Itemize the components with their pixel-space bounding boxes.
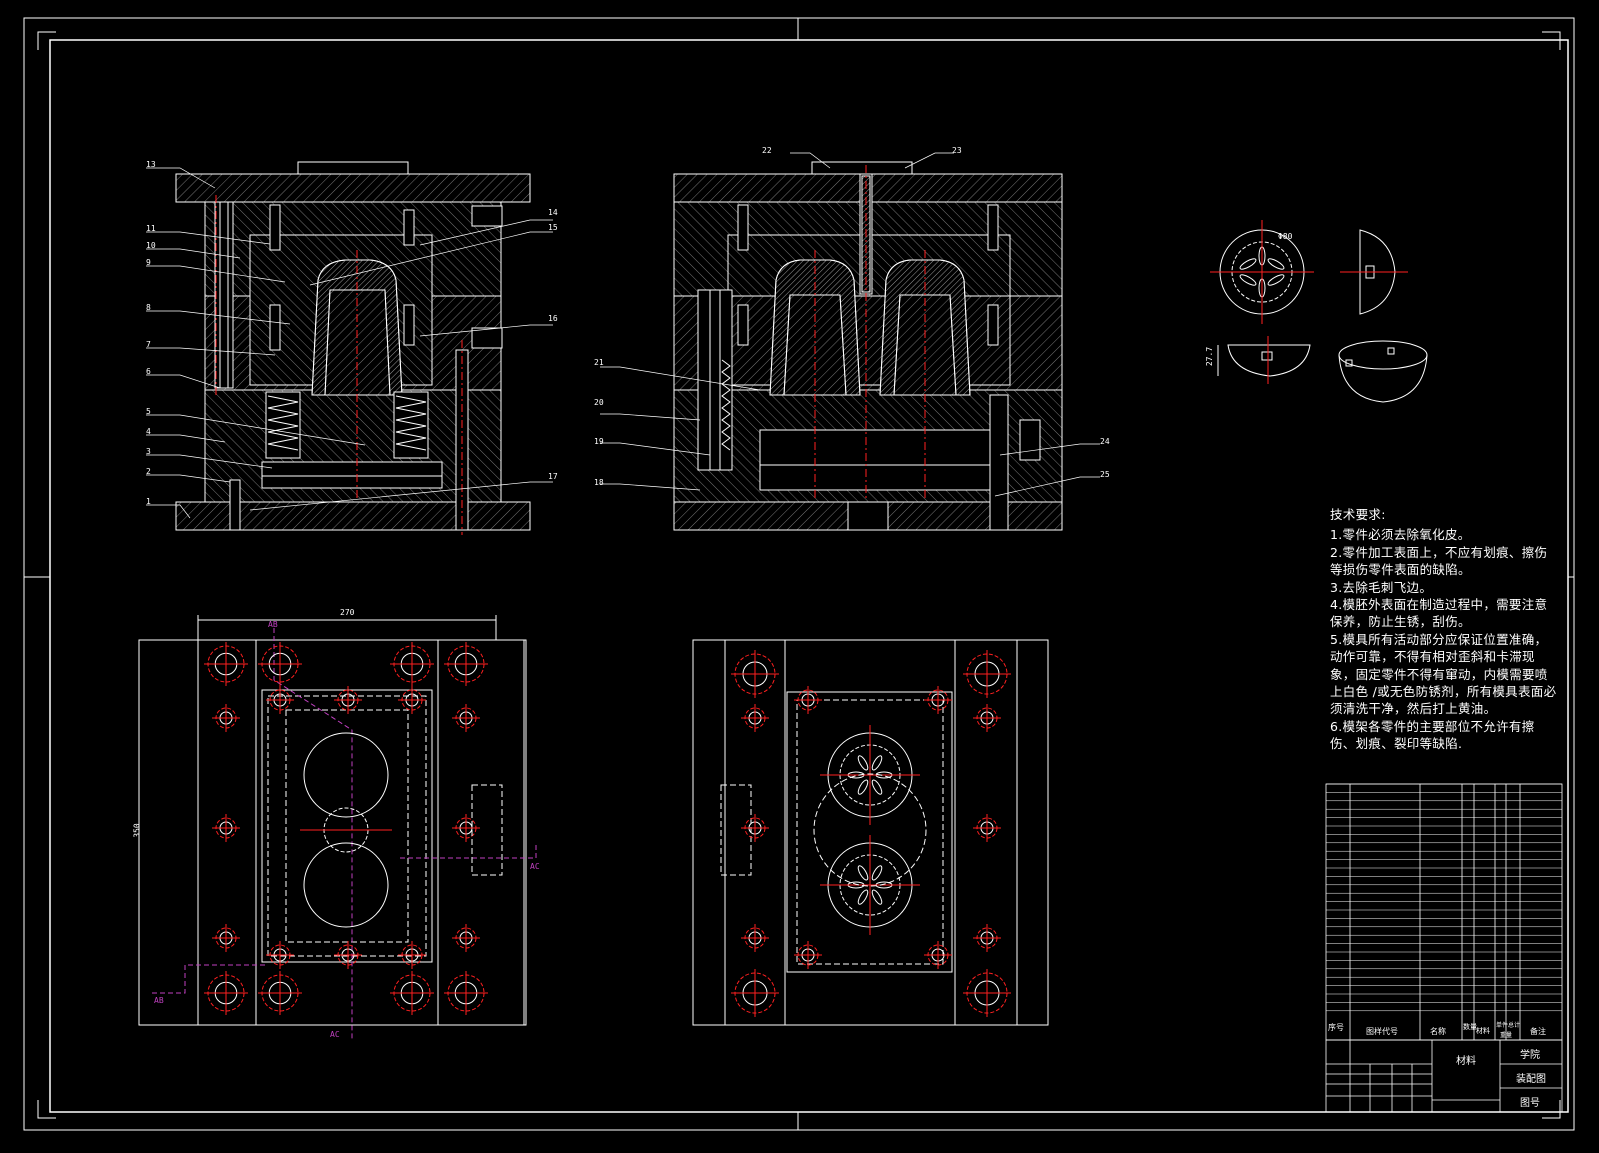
technical-requirements-title: 技术要求: [1330, 507, 1386, 522]
requirement-6: 6.模架各零件的主要部位不允许有擦伤、划痕、裂印等缺陷. [1330, 718, 1535, 752]
callout-20: 20 [594, 398, 604, 407]
requirement-2: 2.零件加工表面上，不应有划痕、擦伤等损伤零件表面的缺陷。 [1330, 544, 1548, 578]
header-qty: 数量 [1463, 1023, 1477, 1031]
header-name: 名称 [1430, 1027, 1446, 1036]
right-callout-leaders [600, 152, 1100, 497]
right-plan-view [692, 639, 1049, 1026]
title-block-drawing-no: 图号 [1520, 1098, 1540, 1109]
callout-7: 7 [146, 340, 151, 349]
header-total-weight: 总计 [1508, 1022, 1521, 1029]
callout-11: 11 [146, 224, 156, 233]
parts-list [1325, 783, 1563, 1041]
callout-4: 4 [146, 427, 151, 436]
callout-19: 19 [594, 437, 604, 446]
title-block-school: 学院 [1520, 1050, 1540, 1061]
section-label-ac-bottom: AC [330, 1030, 340, 1039]
callout-3: 3 [146, 447, 151, 456]
drawing-frame [23, 17, 1575, 1131]
requirement-4: 4.模胚外表面在制造过程中，需要注意保养，防止生锈，刮伤。 [1330, 597, 1548, 630]
section-label-ac-right: AC [530, 862, 540, 871]
right-section-view [673, 161, 1063, 531]
callout-23: 23 [952, 146, 962, 155]
callout-22: 22 [762, 146, 772, 155]
requirement-1: 1.零件必须去除氧化皮。 [1330, 527, 1471, 543]
title-block-material: 材料 [1456, 1056, 1476, 1067]
callout-8: 8 [146, 303, 151, 312]
callout-17: 17 [548, 472, 558, 481]
header-material: 材料 [1476, 1027, 1490, 1035]
section-label-ab-top: AB [268, 620, 278, 629]
product-views [1210, 220, 1428, 403]
callout-10: 10 [146, 241, 156, 250]
title-block [1325, 1039, 1563, 1113]
technical-requirements: 技术要求: 1.零件必须去除氧化皮。 2.零件加工表面上，不应有划痕、擦伤等损伤… [1330, 506, 1560, 753]
requirement-3: 3.去除毛刺飞边。 [1330, 579, 1433, 595]
callout-18: 18 [594, 478, 604, 487]
dim-part-height: 27.7 [1205, 346, 1215, 367]
header-seq: 序号 [1328, 1023, 1344, 1032]
callout-15: 15 [548, 223, 558, 232]
requirement-5: 5.模具所有活动部分应保证位置准确，动作可靠，不得有相对歪斜和卡滞现象，固定零件… [1330, 631, 1557, 717]
callout-2: 2 [146, 467, 151, 476]
callout-13: 13 [146, 160, 156, 169]
header-code: 图样代号 [1366, 1027, 1398, 1036]
callout-24: 24 [1100, 437, 1110, 446]
callout-5: 5 [146, 407, 151, 416]
dim-height: 350 [132, 823, 142, 838]
header-remarks: 备注 [1530, 1027, 1546, 1036]
callout-16: 16 [548, 314, 558, 323]
callout-21: 21 [594, 358, 604, 367]
left-section-view [175, 161, 531, 535]
dim-part-diameter: Φ80 [1278, 232, 1293, 241]
dim-width: 270 [340, 608, 355, 617]
callout-6: 6 [146, 367, 151, 376]
left-plan-view [138, 615, 537, 1040]
left-callout-leaders [146, 167, 553, 519]
callout-14: 14 [548, 208, 558, 217]
section-label-ab-left: AB [154, 996, 164, 1005]
callout-1: 1 [146, 497, 151, 506]
header-unit-weight: 单件 [1496, 1022, 1509, 1029]
title-block-drawing-name: 装配图 [1516, 1074, 1546, 1085]
callout-25: 25 [1100, 470, 1110, 479]
callout-9: 9 [146, 258, 151, 267]
header-weight: 重量 [1500, 1032, 1513, 1039]
